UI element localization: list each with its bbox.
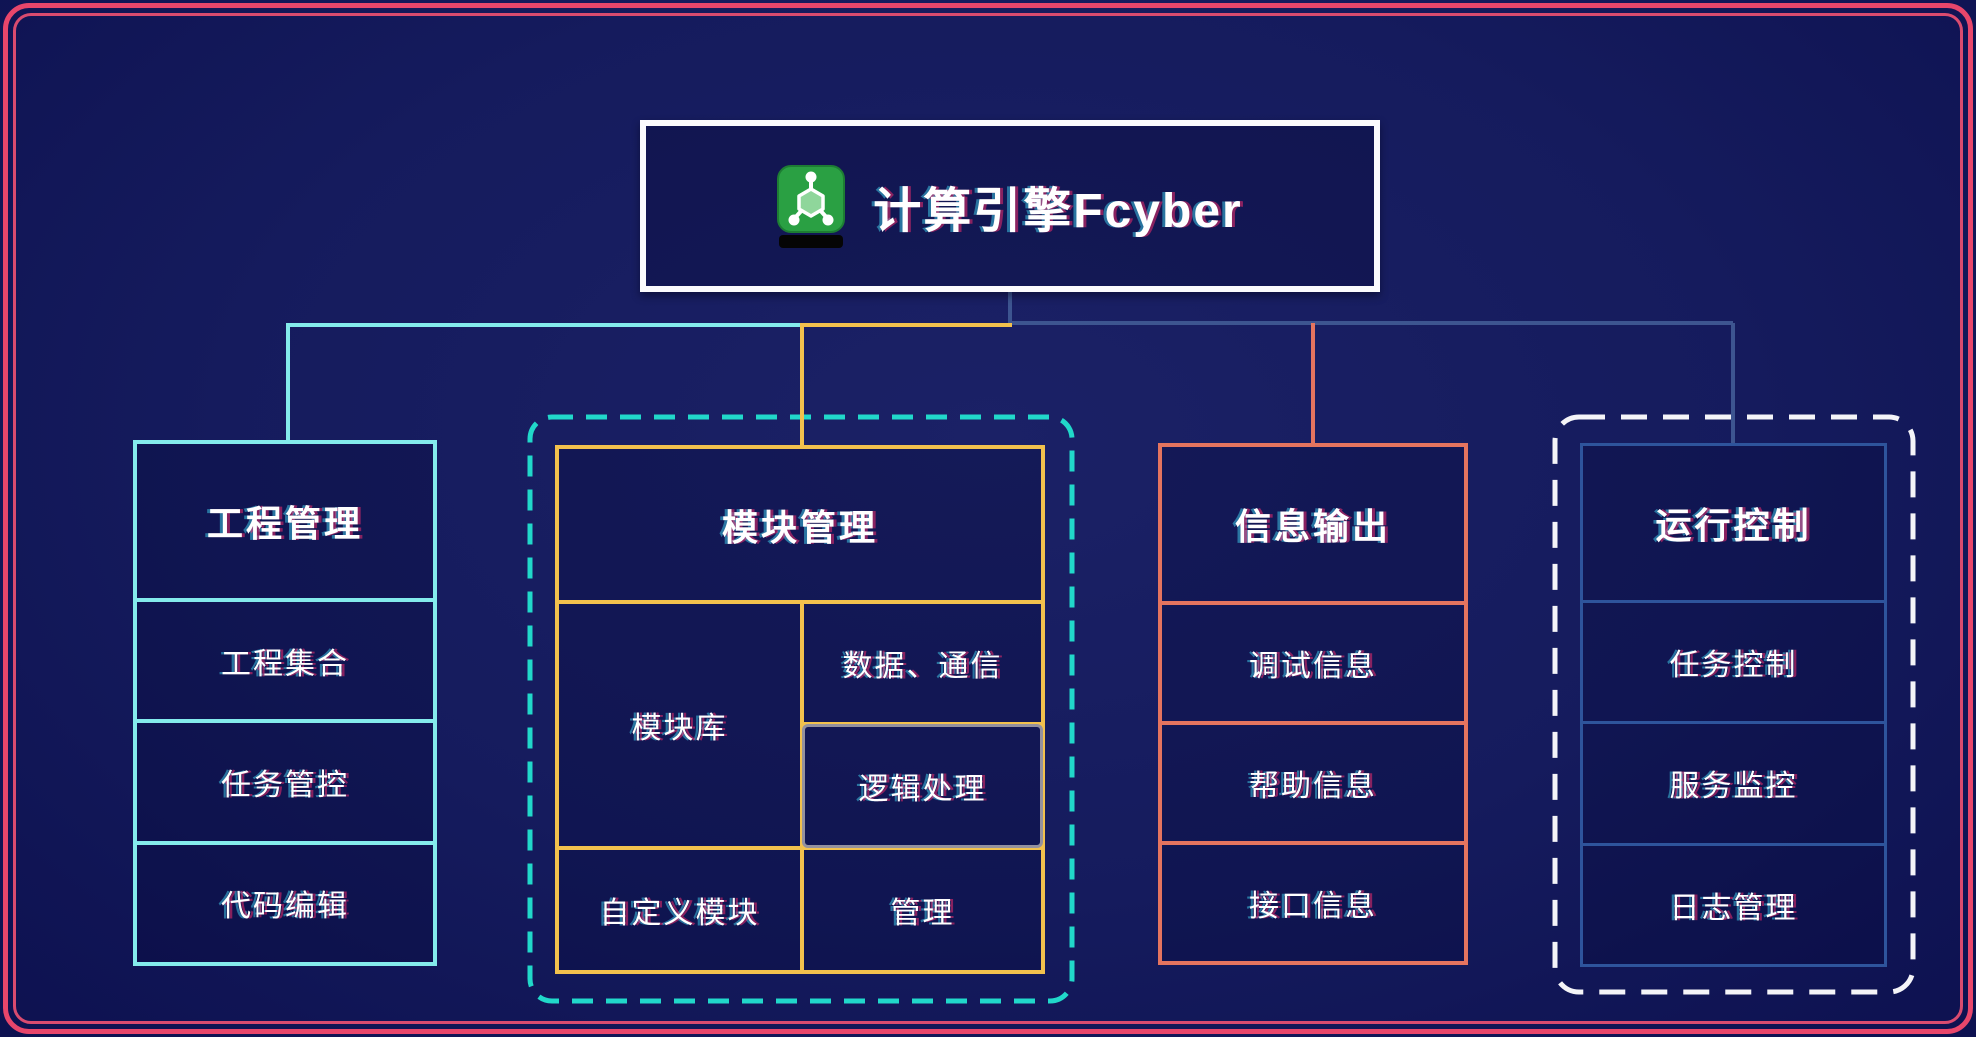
group-run-control: 运行控制 任务控制 服务监控 日志管理 — [1580, 443, 1887, 967]
node-module-header[interactable]: 模块管理 — [721, 506, 878, 548]
group-project-management: 工程管理 工程集合 任务管控 代码编辑 — [133, 440, 437, 966]
node-module-manage[interactable]: 管理 — [890, 897, 955, 930]
group-module-management: 模块管理 模块库 数据、通信 逻辑处理 自定义模块 管理 — [555, 445, 1045, 974]
node-project-item-1[interactable]: 工程集合 — [137, 598, 433, 719]
node-run-item-2[interactable]: 服务监控 — [1583, 721, 1884, 842]
node-module-library[interactable]: 模块库 — [631, 712, 728, 745]
node-info-header[interactable]: 信息输出 — [1234, 506, 1391, 547]
molecule-app-icon — [777, 164, 846, 248]
root-node-title[interactable]: 计算引擎Fcyber — [640, 120, 1380, 292]
node-project-item-2[interactable]: 任务管控 — [137, 719, 433, 840]
node-info-item-2[interactable]: 帮助信息 — [1162, 721, 1464, 841]
run-group-dashed-border — [1552, 414, 1916, 995]
node-module-logic[interactable]: 逻辑处理 — [802, 724, 1043, 848]
node-info-item-3[interactable]: 接口信息 — [1162, 841, 1464, 961]
node-project-item-3[interactable]: 代码编辑 — [137, 840, 433, 962]
node-run-item-3[interactable]: 日志管理 — [1583, 842, 1884, 964]
connector-project-branch — [286, 323, 802, 440]
connector-module-branch — [800, 323, 1012, 445]
group-info-output: 信息输出 调试信息 帮助信息 接口信息 — [1158, 443, 1468, 965]
node-project-header[interactable]: 工程管理 — [206, 503, 363, 544]
node-info-item-1[interactable]: 调试信息 — [1162, 601, 1464, 721]
node-module-custom[interactable]: 自定义模块 — [599, 897, 760, 930]
node-module-data-comm[interactable]: 数据、通信 — [842, 650, 1003, 683]
page-title: 计算引擎Fcyber — [873, 185, 1243, 238]
node-run-header[interactable]: 运行控制 — [1655, 505, 1812, 546]
node-run-item-1[interactable]: 任务控制 — [1583, 600, 1884, 721]
